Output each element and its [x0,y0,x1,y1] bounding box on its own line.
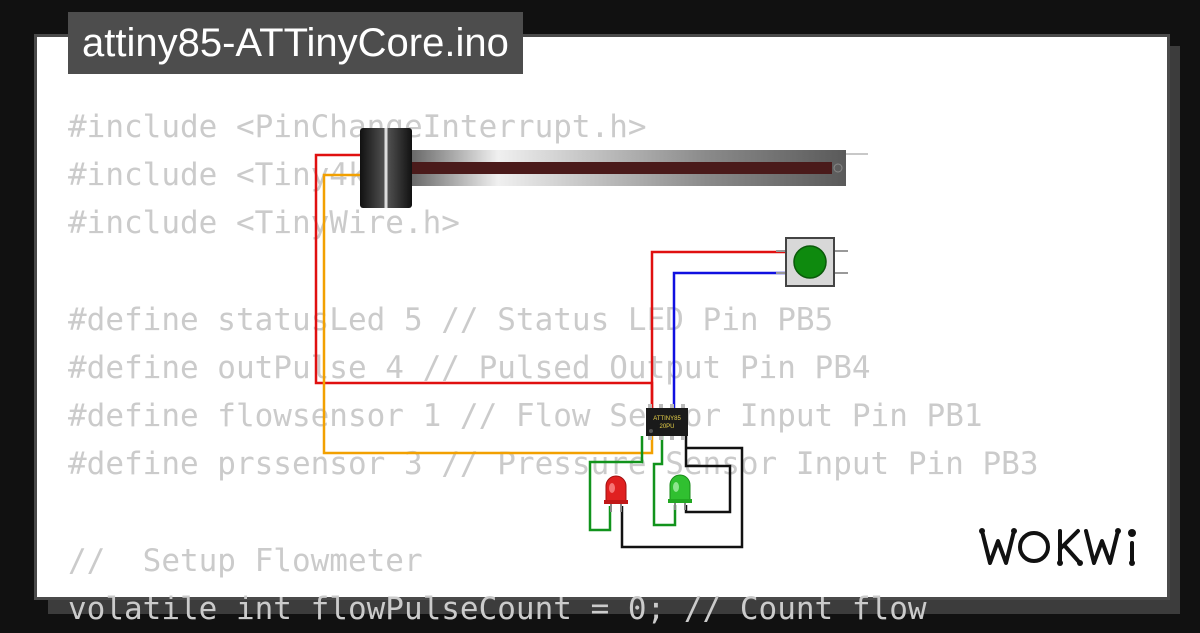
wire-green-red-led [588,436,644,532]
attiny85-chip[interactable]: ATTINY85 20PU [646,404,688,440]
wire-black-green-led [684,436,732,514]
chip-body [646,408,688,436]
logo-dot [1011,528,1017,534]
wire-blue-button [672,271,786,408]
logo-letter-k [1058,529,1082,565]
led-bulb [669,474,691,502]
green-led [668,474,692,510]
code-line: volatile int flowPulseCount = 0; // Coun… [68,590,927,627]
code-line: #include <TinyWire.h> [68,205,460,242]
logo-dot [1115,528,1121,534]
chip-pin [681,435,685,440]
red-led [604,475,628,512]
code-line: #define outPulse 4 // Pulsed Output Pin … [68,349,871,386]
wire-green-green-led [652,436,677,527]
led-highlight [609,483,615,493]
wire-yellow-pot [322,173,654,455]
wire-red-button [650,250,786,408]
logo-dot [979,528,985,534]
wire-black-red-led [620,446,744,549]
chip-label-1: ATTINY85 [653,416,681,422]
chip-pin [659,404,663,409]
led-rim [604,500,628,504]
slide-potentiometer[interactable] [360,128,868,208]
chip-pin [670,435,674,440]
logo-letter-o [1018,531,1050,563]
led-rim [668,499,692,503]
code-line: // Setup Flowmeter [68,542,423,579]
led-bulb [605,475,627,503]
logo-letter-w2 [1084,529,1120,565]
wokwi-logo [976,523,1148,578]
chip-pin [681,404,685,409]
logo-letter-w [980,529,1016,565]
chip-pin [670,404,674,409]
code-line: #include <PinChangeInterrupt.h> [68,109,647,145]
project-title: attiny85-ATTinyCore.ino [68,12,523,74]
chip-pin [648,435,652,440]
code-card: #include <PinChangeInterrupt.h> #include … [34,34,1170,627]
chip-pin [648,404,652,409]
chip-label-2: 20PU [659,424,674,430]
button-cap[interactable] [793,245,827,279]
code-block: #include <PinChangeInterrupt.h> #include … [68,103,1039,633]
chip-notch-icon [649,429,653,433]
logo-dot [1057,560,1063,566]
code-line: #define flowsensor 1 // Flow Sensor Inpu… [68,398,983,435]
logo-dot [1129,560,1135,566]
pot-track [392,162,832,174]
logo-i-dot [1128,529,1136,537]
pot-screw-icon [833,163,843,173]
code-line: #define statusLed 5 // Status LED Pin PB… [68,301,834,338]
logo-dot [1077,560,1083,566]
led-highlight [673,482,679,492]
push-button[interactable] [776,237,848,287]
chip-pin [659,435,663,440]
